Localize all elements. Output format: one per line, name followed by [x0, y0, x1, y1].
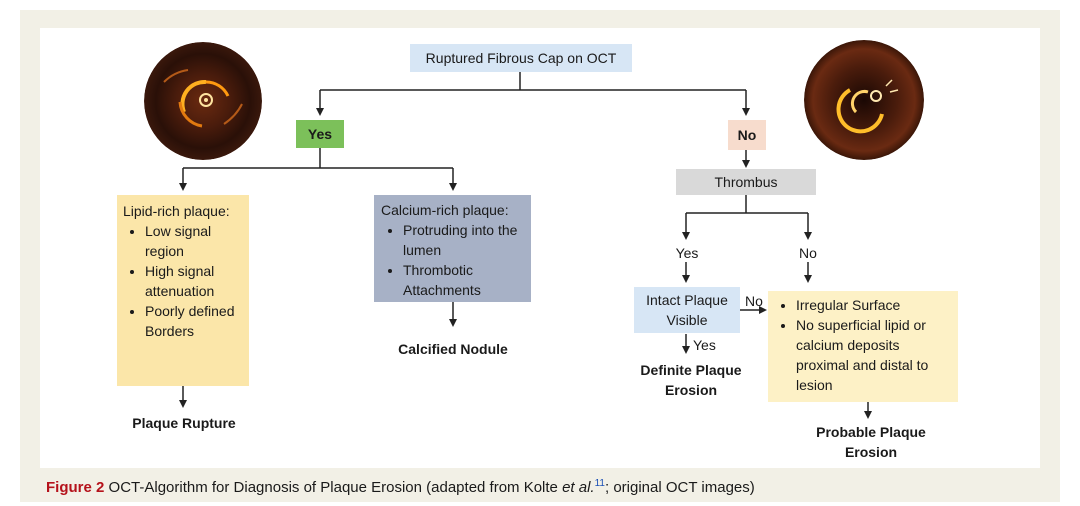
no-label: No	[737, 127, 757, 143]
lipid-rich-node: Lipid-rich plaque: Low signal region Hig…	[117, 195, 249, 386]
lipid-item: High signal attenuation	[145, 261, 243, 301]
definite-erosion-outcome: Definite Plaque Erosion	[640, 362, 742, 398]
intact-no-label: No	[745, 293, 763, 309]
plaque-rupture-outcome: Plaque Rupture	[132, 415, 236, 431]
lipid-item: Poorly defined Borders	[145, 301, 243, 341]
caption-reference: 11	[594, 478, 605, 489]
yes-node: Yes	[296, 120, 344, 148]
figure-caption: Figure 2 OCT-Algorithm for Diagnosis of …	[46, 474, 755, 498]
calcium-item: Protruding into the lumen	[403, 220, 525, 260]
lipid-item: Low signal region	[145, 221, 243, 261]
yes-label: Yes	[307, 126, 333, 142]
figure-label: Figure 2	[46, 479, 105, 496]
oct-image-erosion	[804, 40, 924, 160]
root-node: Ruptured Fibrous Cap on OCT	[410, 44, 632, 72]
caption-text-after: ; original OCT images)	[605, 479, 755, 496]
caption-et-al: et al.	[562, 479, 595, 496]
probable-erosion-outcome: Probable Plaque Erosion	[816, 424, 926, 460]
irregular-list: Irregular Surface No superficial lipid o…	[774, 295, 950, 395]
no-node: No	[728, 120, 766, 150]
thrombus-label: Thrombus	[714, 174, 778, 190]
calcium-list: Protruding into the lumen Thrombotic Att…	[381, 220, 525, 300]
irregular-surface-node: Irregular Surface No superficial lipid o…	[768, 291, 958, 402]
thrombus-yes-label: Yes	[675, 245, 699, 261]
calcium-rich-node: Calcium-rich plaque: Protruding into the…	[374, 195, 531, 302]
calcium-item: Thrombotic Attachments	[403, 260, 525, 300]
thrombus-no-label: No	[799, 245, 817, 261]
calcified-nodule-outcome: Calcified Nodule	[398, 341, 508, 357]
intact-plaque-node: Intact Plaque Visible	[634, 287, 740, 333]
thrombus-node: Thrombus	[676, 169, 816, 195]
oct-image-rupture	[144, 42, 262, 160]
calcium-title: Calcium-rich plaque:	[381, 202, 509, 218]
irregular-item: Irregular Surface	[796, 295, 950, 315]
intact-yes-label: Yes	[693, 337, 716, 353]
intact-plaque-label: Intact Plaque Visible	[646, 292, 728, 328]
caption-text-before: OCT-Algorithm for Diagnosis of Plaque Er…	[104, 479, 563, 496]
lipid-list: Low signal region High signal attenuatio…	[123, 221, 243, 341]
root-label: Ruptured Fibrous Cap on OCT	[425, 50, 617, 66]
lipid-title: Lipid-rich plaque:	[123, 203, 230, 219]
irregular-item: No superficial lipid or calcium deposits…	[796, 315, 950, 395]
